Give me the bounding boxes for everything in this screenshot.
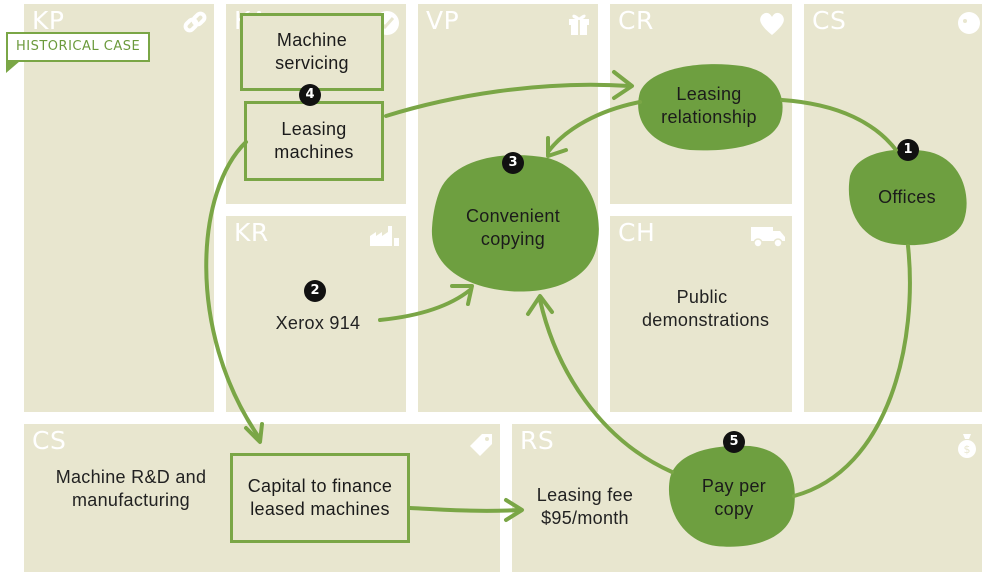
xerox-914-text: Xerox 914 [275, 313, 361, 333]
revenue-streams-abbr: RS [520, 426, 555, 455]
factory-icon [370, 226, 399, 246]
number-badge-4: 4 [299, 84, 321, 106]
number-badge-5: 5 [723, 431, 745, 453]
price-tag-icon [470, 434, 492, 456]
heart-icon [760, 12, 784, 35]
leasing-relationship-label: Leasing relationship [661, 84, 757, 127]
arrow-offices-to-pay [792, 244, 912, 498]
person-icon [958, 12, 980, 34]
key-partners-abbr: KP [32, 6, 65, 35]
historical-case-tag: HISTORICAL CASE [6, 32, 151, 62]
number-badge-1: 1 [897, 139, 919, 161]
arrow-relationship-to-copying [546, 100, 642, 154]
public-demonstrations-text: Public demonstrations [642, 287, 770, 330]
capital-box: Capital to finance leased machines [230, 453, 410, 543]
arrow-pay-to-copying [538, 298, 674, 474]
machine-rd-text: Machine R&D and manufacturing [55, 467, 207, 510]
arrow-relationship-to-offices [780, 98, 898, 152]
arrowhead-copying-left [450, 284, 474, 306]
channels-abbr: CH [618, 218, 656, 247]
pay-per-copy-label: Pay per copy [701, 476, 767, 519]
leasing-machines-box: Leasing machines [244, 101, 384, 181]
convenient-copying-blob [431, 155, 599, 292]
arrowhead-copying-bottom [526, 294, 554, 316]
arrow-capital-to-fee [408, 506, 522, 513]
number-badge-3: 3 [502, 152, 524, 174]
arrowhead-fee [504, 498, 524, 522]
link-icon [183, 11, 207, 33]
number-badge-2: 2 [304, 280, 326, 302]
offices-blob [848, 149, 967, 246]
value-propositions-abbr: VP [426, 6, 460, 35]
customer-relationships-abbr: CR [618, 6, 654, 35]
key-resources-abbr: KR [234, 218, 269, 247]
convenient-copying-label: Convenient copying [465, 206, 561, 249]
money-bag-icon: $ [958, 434, 976, 458]
arrowhead-relationship [612, 70, 634, 100]
truck-icon [751, 227, 785, 248]
arrow-leasing-to-capital [204, 140, 260, 438]
leasing-fee-text: Leasing fee $95/month [536, 485, 634, 528]
key-partners-block: KP [24, 4, 214, 412]
arrow-leasing-to-relationship [384, 82, 632, 118]
leasing-relationship-blob [638, 64, 783, 151]
customer-segments-abbr: CS [812, 6, 847, 35]
arrowhead-capital [244, 422, 264, 444]
gift-icon [569, 14, 589, 35]
arrowhead-copying-top [546, 136, 568, 158]
machine-servicing-box: Machine servicing [240, 13, 384, 91]
offices-label: Offices [878, 186, 936, 207]
pay-per-copy-blob [668, 445, 795, 547]
cost-structure-abbr: CS [32, 426, 67, 455]
svg-text:$: $ [964, 443, 971, 456]
key-resources-block: KR [226, 216, 406, 412]
channels-block: CH [610, 216, 792, 412]
arrow-xerox-to-copying [378, 288, 472, 322]
tag-tail [6, 61, 20, 73]
